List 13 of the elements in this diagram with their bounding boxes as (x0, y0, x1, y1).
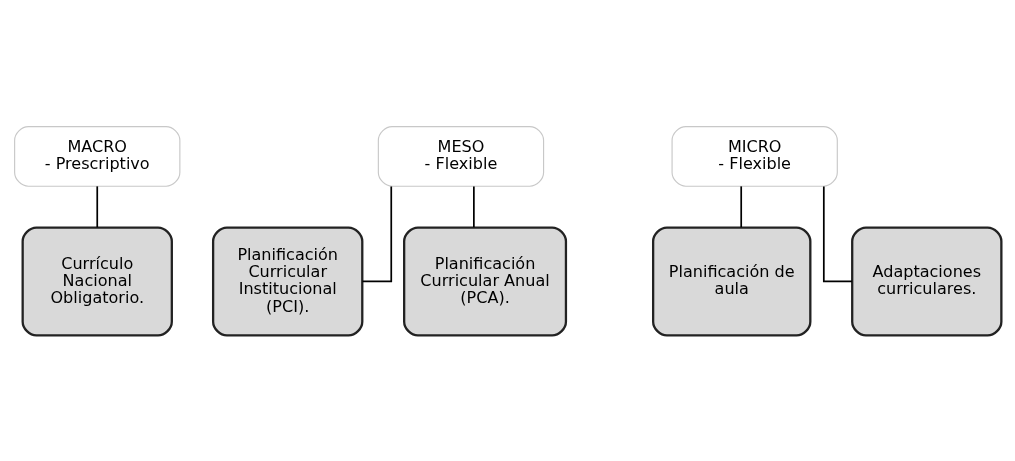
connector (822, 185, 853, 282)
node-box: Currículo Nacional Obligatorio. (21, 225, 173, 337)
connector (739, 185, 742, 228)
node-box: Planificación Curricular Institucional (PCI). (211, 225, 363, 337)
node-box: MACRO - Prescriptivo (13, 125, 180, 187)
node-box: Planificación Curricular Anual (PCA). (402, 225, 567, 337)
node-box: Adaptaciones curriculares. (850, 225, 1002, 337)
node-box: MESO - Flexible (377, 125, 544, 187)
connector (95, 185, 98, 228)
node-box: MICRO - Flexible (671, 125, 838, 187)
connector (361, 185, 392, 282)
node-box: Planificación de aula (651, 225, 811, 337)
connector (472, 185, 475, 228)
